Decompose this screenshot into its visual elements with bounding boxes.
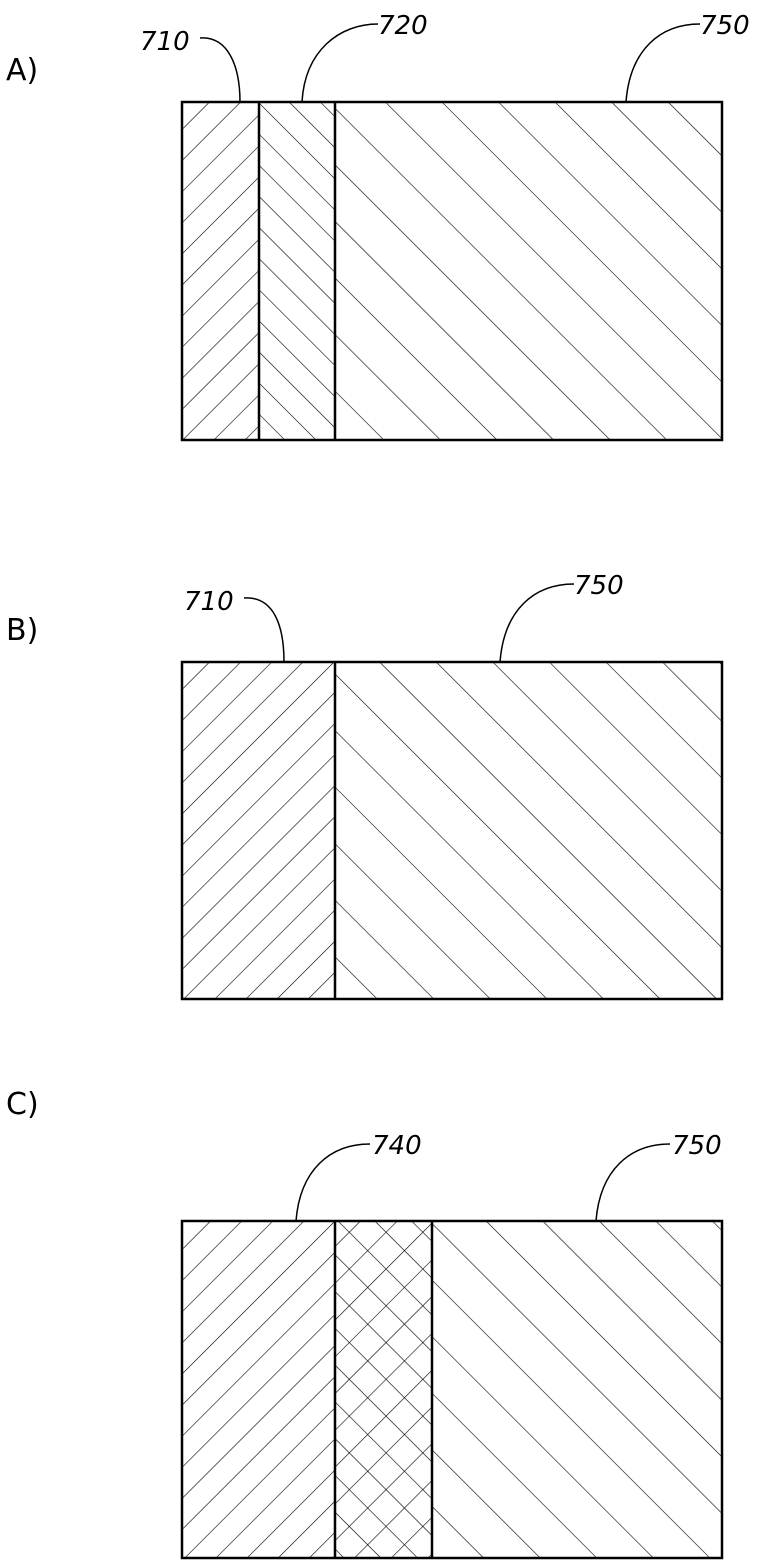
ref-label-750: 750 — [574, 571, 624, 601]
leader-line-720 — [301, 23, 379, 103]
layer-stack-outline — [180, 1219, 724, 1560]
leader-line-710 — [243, 597, 285, 663]
layer-stack-outline — [180, 660, 724, 1001]
layer-710-region — [182, 1221, 335, 1558]
layer-750-region — [335, 662, 722, 999]
layer-710-region — [182, 102, 259, 440]
layer-750-region — [335, 102, 722, 440]
layer-710-region — [182, 662, 335, 999]
ref-label-710: 710 — [184, 587, 234, 617]
ref-label-740: 740 — [372, 1131, 422, 1161]
panel-label: C) — [6, 1087, 39, 1122]
layer-740-region — [335, 1221, 432, 1558]
ref-label-720: 720 — [378, 11, 428, 41]
layer-stack-outline — [180, 100, 724, 442]
panel-c: C) 740 750 — [6, 1087, 724, 1560]
leader-line-710 — [199, 37, 241, 103]
panel-label: B) — [6, 613, 38, 648]
leader-line-750 — [499, 583, 575, 663]
ref-label-750: 750 — [672, 1131, 722, 1161]
leader-line-740 — [295, 1143, 371, 1222]
layer-750-region — [432, 1221, 722, 1558]
ref-label-710: 710 — [140, 27, 190, 57]
layer-720-region — [259, 102, 335, 440]
panel-label: A) — [6, 53, 38, 88]
panel-a: A) 710 720 750 — [6, 11, 750, 442]
leader-line-750 — [625, 23, 701, 103]
leader-line-750 — [595, 1143, 671, 1222]
ref-label-750: 750 — [700, 11, 750, 41]
panel-b: B) 710 750 — [6, 571, 724, 1001]
